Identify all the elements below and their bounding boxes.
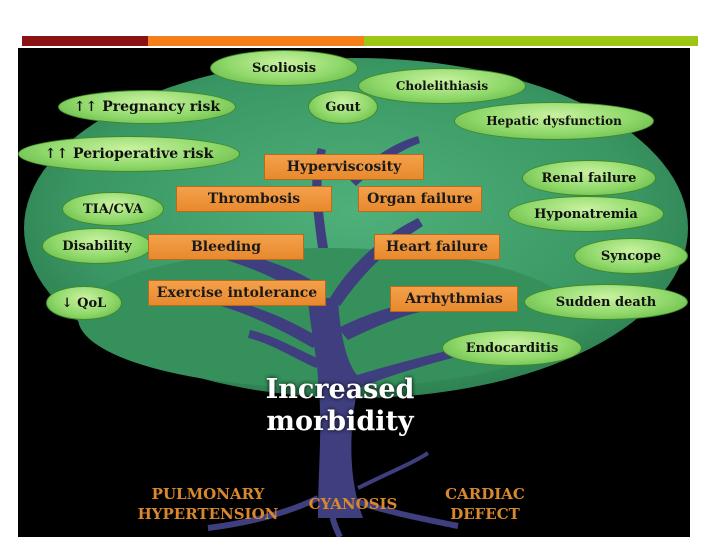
tree-root xyxy=(329,502,343,537)
leaf-pregnancy-risk: ↑↑ Pregnancy risk xyxy=(58,90,236,124)
trunk-title-line1: Increased xyxy=(265,374,415,405)
box-bleeding: Bleeding xyxy=(148,234,304,260)
leaf-sudden-death: Sudden death xyxy=(524,284,688,320)
root-cardiac-defect: CARDIAC DEFECT xyxy=(430,484,540,524)
box-arrhythmias: Arrhythmias xyxy=(390,286,518,312)
root-pulmonary-hypertension: PULMONARY HYPERTENSION xyxy=(128,484,288,524)
root-right-line1: CARDIAC xyxy=(445,485,525,503)
tree-root xyxy=(207,495,320,531)
box-exercise-intolerance: Exercise intolerance xyxy=(148,280,326,306)
trunk-title-line2: morbidity xyxy=(266,406,414,437)
tree-branch xyxy=(198,292,320,348)
box-organ-failure: Organ failure xyxy=(358,186,482,212)
box-thrombosis: Thrombosis xyxy=(176,186,332,212)
tree-trunk xyxy=(308,298,363,518)
leaf-gout: Gout xyxy=(308,90,378,124)
tree-root xyxy=(346,495,459,529)
leaf-hyponatremia: Hyponatremia xyxy=(508,196,664,232)
header-bar-green xyxy=(364,36,698,46)
leaf-cholelithiasis: Cholelithiasis xyxy=(358,68,526,104)
box-heart-failure: Heart failure xyxy=(374,234,500,260)
leaf-disability: Disability xyxy=(42,228,152,264)
root-left-line1: PULMONARY xyxy=(151,485,265,503)
leaf-tia-cva: TIA/CVA xyxy=(62,192,164,226)
trunk-title: Increased morbidity xyxy=(240,374,440,438)
root-right-line2: DEFECT xyxy=(450,505,520,523)
box-hyperviscosity: Hyperviscosity xyxy=(264,154,424,180)
leaf-renal-failure: Renal failure xyxy=(522,160,656,196)
leaf-endocarditis: Endocarditis xyxy=(442,330,582,366)
root-cyanosis: CYANOSIS xyxy=(308,495,398,513)
tree-branch xyxy=(348,348,460,390)
tree-root xyxy=(357,451,430,490)
header-bar-red xyxy=(22,36,148,46)
leaf-syncope: Syncope xyxy=(574,238,688,274)
leaf-scoliosis: Scoliosis xyxy=(210,50,358,86)
leaf-hepatic-dysfunction: Hepatic dysfunction xyxy=(454,102,654,140)
root-left-line2: HYPERTENSION xyxy=(137,505,279,523)
tree-branch xyxy=(248,330,322,368)
leaf-perioperative-risk: ↑↑ Perioperative risk xyxy=(18,136,240,172)
tree-diagram-panel: Scoliosis Cholelithiasis ↑↑ Pregnancy ri… xyxy=(18,48,690,537)
leaf-qol: ↓ QoL xyxy=(46,286,122,320)
header-bar-orange xyxy=(148,36,364,46)
